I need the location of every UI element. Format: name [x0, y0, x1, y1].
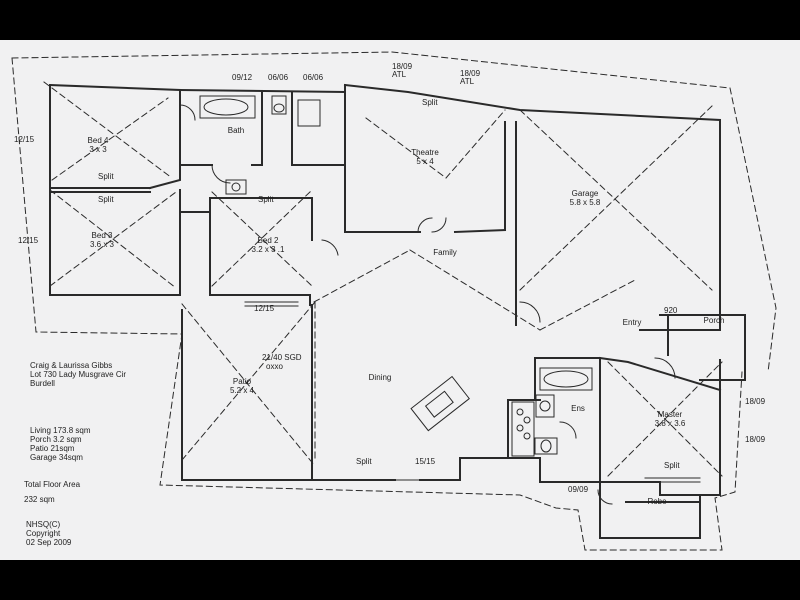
plan-sheet: Bed 4 3 x 3 Bath Theatre 5 x 4 Garage 5.… [0, 40, 800, 560]
room-garage-name: Garage [571, 189, 599, 198]
room-porch-name: Porch [703, 316, 725, 325]
total-floor-area: Total Floor Area 232 sqm [24, 480, 80, 504]
room-bed-3-name: Bed 3 [91, 231, 113, 240]
area-porch: Porch 3.2 sqm [30, 435, 82, 444]
pitch-label: 06/06 [303, 73, 324, 82]
room-bath: Bath [228, 126, 244, 135]
walls [48, 83, 746, 539]
room-theatre-size: 5 x 4 [416, 157, 434, 166]
pitch-label: 09/09 [568, 485, 589, 494]
room-entry: Entry [623, 318, 642, 327]
pitch-label: 12/15 [254, 304, 275, 313]
room-master: Master 3.8 x 3.6 [655, 410, 686, 428]
area-living: Living 173.8 sqm [30, 426, 91, 435]
room-garage-size: 5.8 x 5.8 [569, 198, 601, 207]
room-bed-4-name: Bed 4 [87, 136, 109, 145]
split-label: Split [98, 195, 114, 204]
room-patio-name: Patio [232, 377, 252, 386]
door-width-label: 920 [664, 306, 678, 315]
room-bed-2-name: Bed 2 [257, 236, 279, 245]
room-master-name: Master [657, 410, 683, 419]
pitch-label: 15/15 [415, 457, 436, 466]
pitch-label: 12/15 [14, 135, 35, 144]
fixtures [199, 95, 593, 457]
pitch-label: 18/09 [392, 62, 413, 71]
sgd-label: 21/40 SGD [262, 353, 302, 362]
total-floor-area-label: Total Floor Area [24, 480, 81, 489]
room-bed-2: Bed 2 3.2 x 3 .1 [252, 236, 285, 254]
room-porch: Porch [704, 316, 725, 325]
room-robe: Robe [647, 497, 666, 506]
sgd-config-label: oxxo [266, 362, 283, 371]
total-floor-area-value: 232 sqm [24, 495, 55, 504]
split-label: Split [258, 195, 274, 204]
room-bed-3-size: 3.6 x 3 [89, 240, 115, 249]
room-family: Family [433, 248, 457, 257]
sliding-doors [244, 301, 701, 483]
area-summary: Living 173.8 sqm Porch 3.2 sqm Patio 21s… [30, 426, 90, 462]
copyright-date: 02 Sep 2009 [26, 538, 72, 547]
room-bed-2-size: 3.2 x 3 .1 [251, 245, 285, 254]
room-garage: Garage 5.8 x 5.8 [570, 189, 601, 207]
copyright-word: Copyright [26, 529, 61, 538]
client-names: Craig & Laurissa Gibbs [30, 361, 113, 370]
room-master-size: 3.8 x 3.6 [654, 419, 686, 428]
atl-label: ATL [392, 70, 407, 79]
room-theatre-name: Theatre [411, 148, 439, 157]
room-robe-name: Robe [647, 497, 667, 506]
room-entry-name: Entry [622, 318, 642, 327]
room-bath-name: Bath [227, 126, 245, 135]
atl-label: ATL [460, 77, 475, 86]
room-bed-4: Bed 4 3 x 3 [88, 136, 109, 154]
door-swings [179, 104, 676, 505]
room-theatre: Theatre 5 x 4 [411, 148, 439, 166]
client-info: Craig & Laurissa Gibbs Lot 730 Lady Musg… [30, 361, 126, 388]
client-suburb: Burdell [30, 379, 55, 388]
pitch-label: 18/09 [745, 397, 766, 406]
copyright-org: NHSQ(C) [26, 520, 61, 529]
room-ens: Ens [571, 404, 585, 413]
room-bed-3: Bed 3 3.6 x 3 [90, 231, 114, 249]
room-ens-name: Ens [571, 404, 585, 413]
pitch-label: 18/09 [745, 435, 766, 444]
room-dining: Dining [369, 373, 392, 382]
split-label: Split [356, 457, 372, 466]
split-label: Split [98, 172, 114, 181]
pitch-label: 18/09 [460, 69, 481, 78]
split-label: Split [422, 98, 438, 107]
room-family-name: Family [433, 248, 457, 257]
room-dining-name: Dining [368, 373, 392, 382]
area-garage: Garage 34sqm [30, 453, 83, 462]
pitch-label: 09/12 [232, 73, 253, 82]
pitch-label: 12/15 [18, 236, 39, 245]
floor-plan-drawing [11, 51, 777, 551]
room-patio-size: 5.2 x 4 [229, 386, 255, 395]
copyright-block: NHSQ(C) Copyright 02 Sep 2009 [26, 520, 71, 547]
split-label: Split [664, 461, 680, 470]
area-patio: Patio 21sqm [30, 444, 75, 453]
room-patio: Patio 5.2 x 4 [230, 377, 254, 395]
roof-outline [11, 51, 777, 551]
pitch-label: 06/06 [268, 73, 289, 82]
client-lot: Lot 730 Lady Musgrave Cir [30, 370, 127, 379]
room-bed-4-size: 3 x 3 [89, 145, 107, 154]
